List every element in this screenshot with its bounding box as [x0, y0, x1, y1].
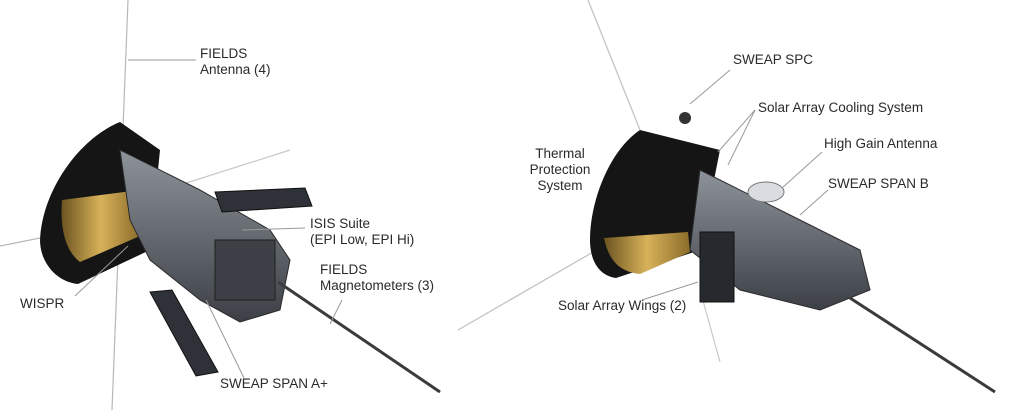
label-solar-array-cooling-system: Solar Array Cooling System — [758, 100, 924, 115]
label-sweap-span-b: SWEAP SPAN B — [828, 176, 929, 191]
label-wispr: WISPR — [20, 296, 65, 311]
solar-array-panel — [699, 231, 735, 303]
heat-shield-gold — [61, 190, 140, 262]
label-line: Antenna (4) — [200, 62, 271, 77]
label-fields-antenna: FIELDS Antenna (4) — [200, 46, 271, 78]
magnetometer-boom-right — [849, 296, 996, 394]
leader-wispr — [74, 245, 129, 297]
right-spacecraft — [457, 0, 996, 394]
label-line: FIELDS — [200, 46, 248, 61]
fields-antenna-rod-upper — [587, 0, 641, 131]
right-leader-lines — [641, 69, 829, 301]
leader-high-gain-antenna — [781, 151, 823, 189]
equipment-module — [214, 239, 276, 301]
magnetometer-boom — [277, 280, 441, 394]
fields-antenna-rod-lower — [457, 247, 601, 331]
leader-solar-array-cooling-1 — [717, 109, 756, 153]
label-sweap-span-a: SWEAP SPAN A+ — [220, 376, 328, 391]
label-line: Protection — [529, 162, 591, 177]
leader-sweap-spc — [689, 69, 731, 105]
label-solar-array-wings: Solar Array Wings (2) — [558, 298, 687, 313]
sweap-spc-cup — [679, 112, 691, 124]
left-spacecraft — [0, 0, 441, 411]
leader-sweap-span-a — [205, 299, 245, 379]
leader-solar-array-cooling-2 — [727, 109, 756, 166]
fields-antenna-rod-right — [179, 149, 291, 186]
label-line: FIELDS — [320, 262, 368, 277]
label-line: Magnetometers (3) — [320, 278, 435, 293]
high-gain-antenna-dish — [747, 181, 785, 203]
leader-fields-magnetometers — [329, 299, 343, 325]
leader-isis-suite — [241, 227, 306, 231]
solar-array-wing-upper — [214, 187, 313, 213]
label-thermal-protection-system: Thermal Protection System — [514, 146, 606, 194]
leader-solar-array-wings — [641, 281, 699, 301]
label-line: ISIS Suite — [310, 216, 371, 231]
label-fields-magnetometers: FIELDS Magnetometers (3) — [320, 262, 434, 294]
label-isis-suite: ISIS Suite (EPI Low, EPI Hi) — [310, 216, 414, 248]
label-sweap-spc: SWEAP SPC — [733, 52, 814, 67]
label-high-gain-antenna: High Gain Antenna — [824, 136, 938, 151]
solar-array-wing-lower — [149, 289, 219, 377]
label-line: Thermal — [535, 146, 585, 161]
left-leader-lines — [74, 59, 343, 379]
label-line: (EPI Low, EPI Hi) — [310, 232, 415, 247]
spacecraft-body-right — [689, 169, 871, 311]
leader-sweap-span-b — [799, 189, 829, 216]
thermal-protection-gold-band — [604, 232, 690, 274]
label-line: System — [537, 178, 583, 193]
